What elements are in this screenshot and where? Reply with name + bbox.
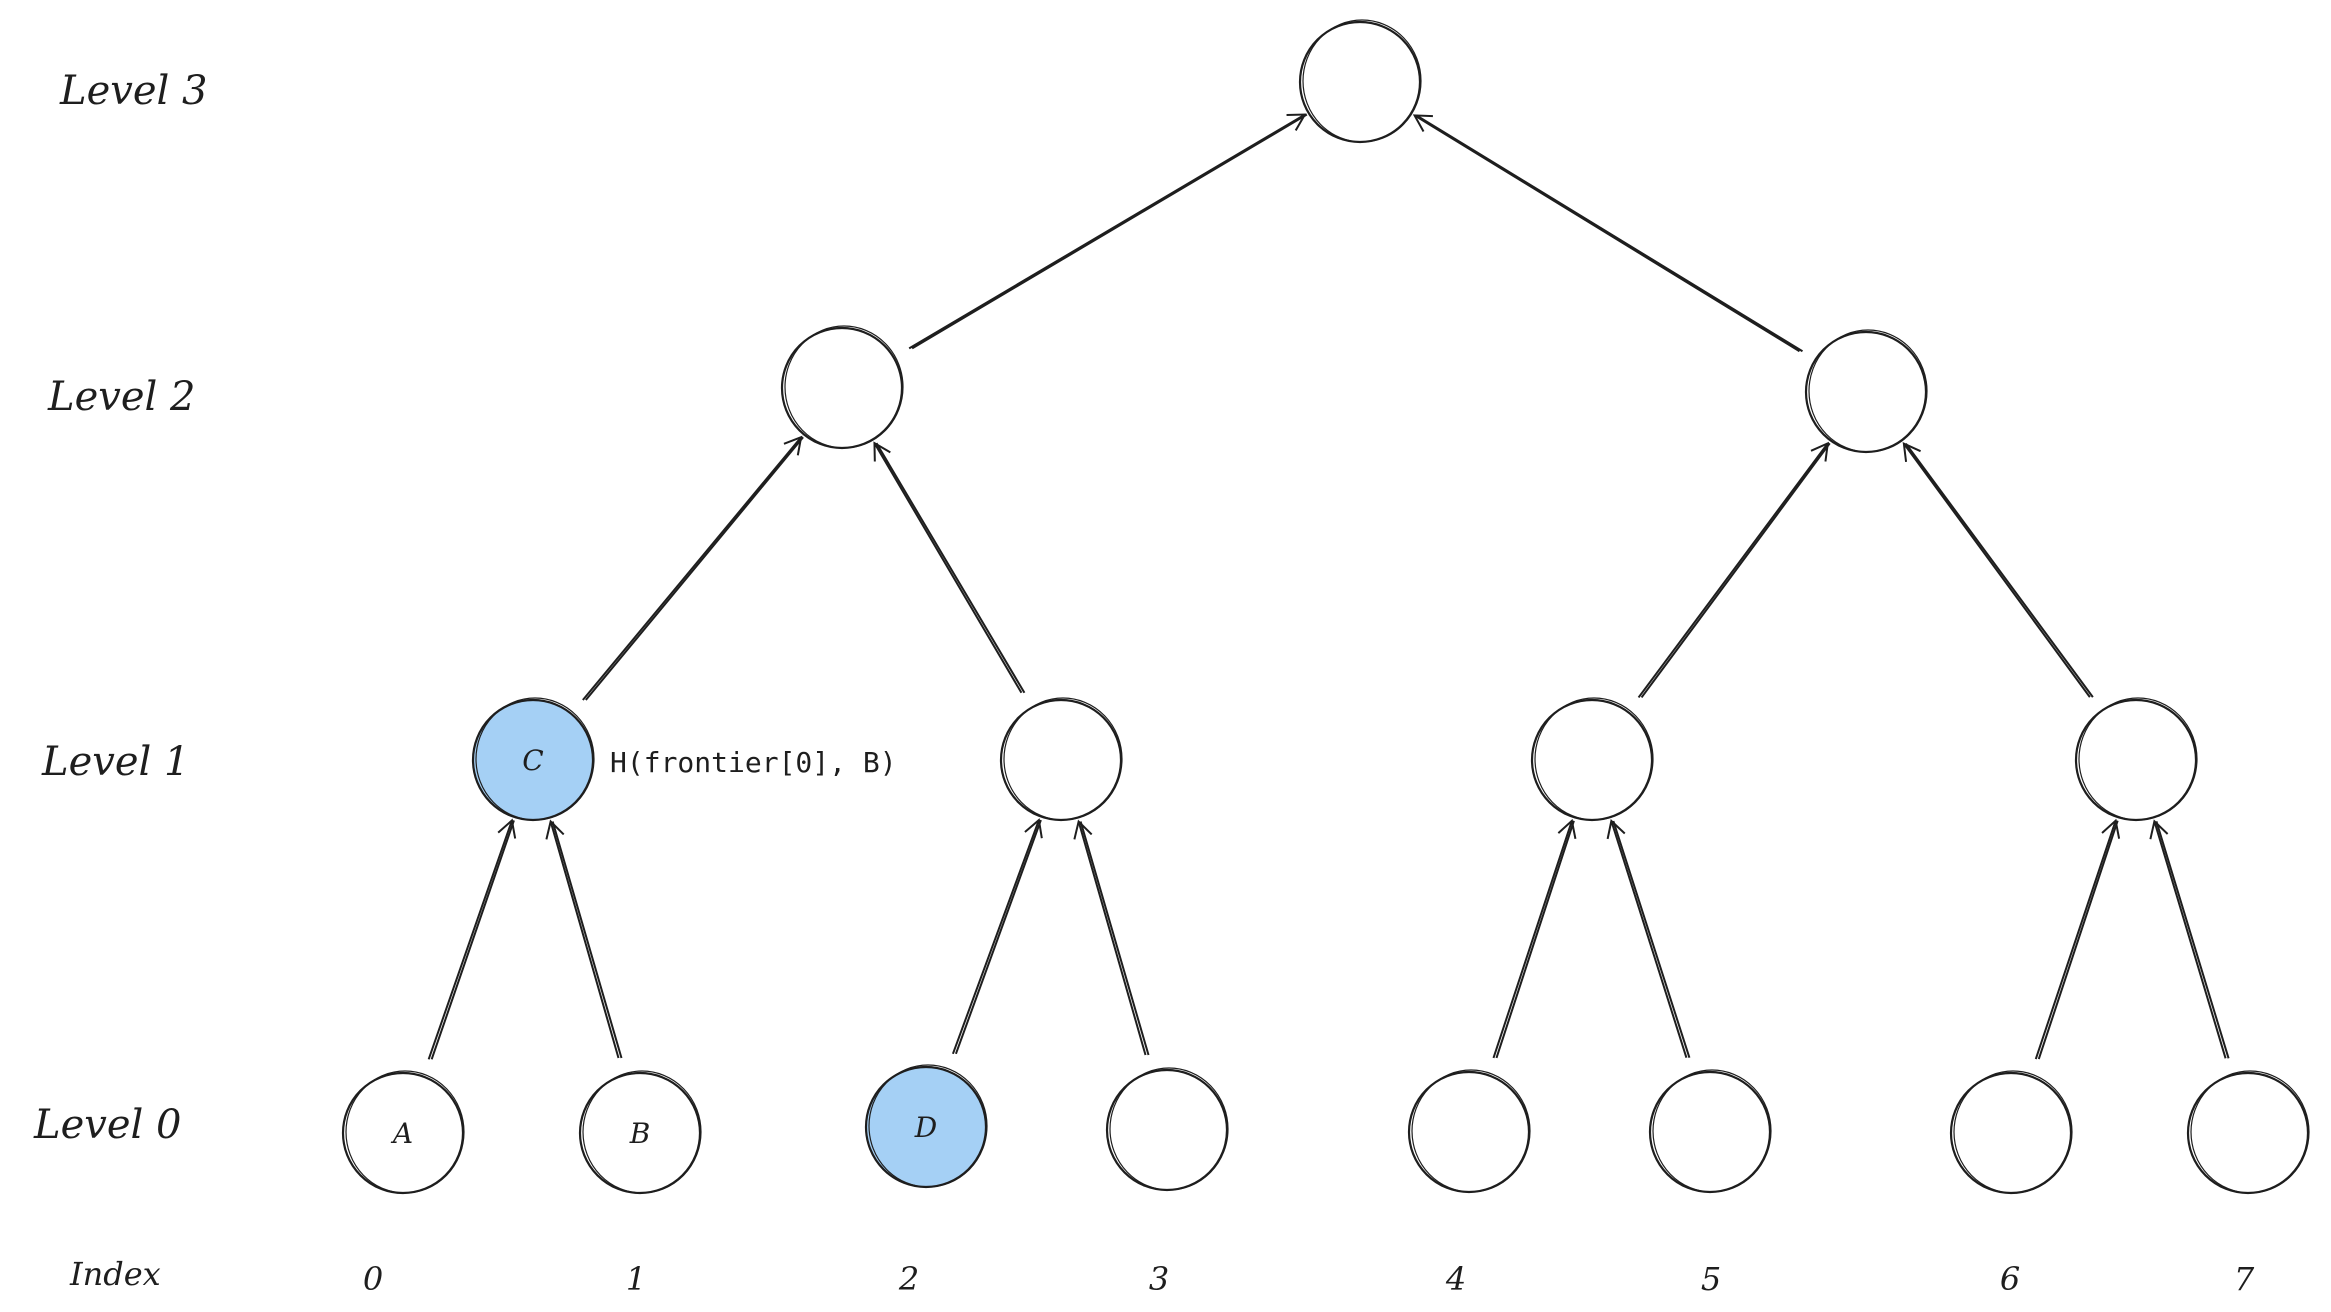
node-outline-l1_2 [1534, 697, 1654, 821]
index-heading: Index [69, 1255, 161, 1293]
index-0: 0 [363, 1260, 383, 1298]
node-l0_1: B [578, 1070, 702, 1195]
node-l0_6 [1949, 1070, 2073, 1195]
edge-l1_2-to-l2_right [1637, 441, 1829, 699]
index-3: 3 [1149, 1260, 1169, 1298]
node-l0_4 [1407, 1069, 1531, 1194]
level-2-label: Level 2 [47, 374, 195, 420]
edge-sketch-l0_7-to-l1_3 [2155, 821, 2230, 1059]
level-1-label: Level 1 [41, 739, 189, 785]
node-outline-l0_2 [868, 1064, 988, 1188]
edge-l1_0-to-l2_left [582, 435, 803, 701]
node-outline-l1_3 [2078, 697, 2198, 821]
node-label-l0_0: A [390, 1117, 413, 1150]
node-l0_3 [1105, 1067, 1229, 1192]
nodes: C A B D [341, 19, 2310, 1195]
node-outline-l0_1 [582, 1070, 702, 1194]
edge-sketch-l0_5-to-l1_2 [1612, 820, 1691, 1058]
node-label-l0_2: D [914, 1111, 937, 1144]
edge-sketch-l1_3-to-l2_right [1905, 443, 2094, 698]
edge-sketch-l1_0-to-l2_left [585, 436, 804, 701]
edge-l0_0-to-l1_0 [427, 818, 517, 1060]
edges [427, 113, 2230, 1060]
node-label-l0_1: B [629, 1117, 651, 1150]
edge-l0_1-to-l1_0 [545, 819, 620, 1059]
edge-l0_7-to-l1_3 [2149, 819, 2227, 1059]
edge-l0_6-to-l1_3 [2034, 818, 2121, 1060]
index-row: 0 1 2 3 4 5 6 7 [363, 1260, 2255, 1298]
node-l1_0: C [471, 697, 595, 822]
edge-sketch-l2_right-to-root [1416, 114, 1804, 353]
index-2: 2 [898, 1260, 919, 1298]
node-outline-l1_1 [1003, 697, 1123, 821]
edge-sketch-l0_6-to-l1_3 [2037, 820, 2119, 1060]
node-outline-root [1302, 19, 1422, 143]
edge-sketch-l0_2-to-l1_1 [954, 819, 1042, 1055]
node-outline-l0_7 [2190, 1070, 2310, 1194]
edge-l0_3-to-l1_1 [1073, 819, 1147, 1056]
node-l2_left [780, 325, 904, 450]
node-l0_5 [1648, 1069, 1772, 1194]
edge-sketch-l2_left-to-root [911, 113, 1308, 350]
level-0-label: Level 0 [33, 1102, 181, 1148]
node-l1_1 [999, 697, 1123, 822]
node-l0_0: A [341, 1070, 465, 1195]
frontier-hash-annotation: H(frontier[0], B) [610, 746, 897, 779]
edge-l0_2-to-l1_1 [951, 818, 1043, 1055]
node-l0_2: D [864, 1064, 988, 1189]
index-4: 4 [1445, 1260, 1466, 1298]
index-1: 1 [626, 1260, 646, 1298]
node-outline-l0_0 [345, 1070, 465, 1194]
edge-l0_5-to-l1_2 [1606, 819, 1688, 1058]
edge-l2_left-to-root [908, 113, 1307, 350]
index-5: 5 [1701, 1260, 1721, 1298]
node-l1_3 [2074, 697, 2198, 822]
edge-sketch-l0_4-to-l1_2 [1495, 820, 1575, 1059]
edge-l1_1-to-l2_left [873, 441, 1023, 694]
node-outline-l1_0 [475, 697, 595, 821]
edge-sketch-l0_0-to-l1_0 [430, 820, 515, 1060]
node-outline-l2_right [1808, 329, 1928, 453]
node-outline-l0_6 [1953, 1070, 2073, 1194]
level-3-label: Level 3 [59, 68, 207, 114]
edge-l1_3-to-l2_right [1902, 441, 2091, 698]
node-outline-l0_3 [1109, 1067, 1229, 1191]
node-l0_7 [2186, 1070, 2310, 1195]
edge-sketch-l1_1-to-l2_left [875, 442, 1026, 694]
edge-l0_4-to-l1_2 [1492, 818, 1577, 1059]
edge-sketch-l1_2-to-l2_right [1640, 442, 1831, 699]
node-l1_2 [1530, 697, 1654, 822]
node-label-l1_0: C [522, 744, 543, 777]
node-l2_right [1804, 329, 1928, 454]
index-6: 6 [2000, 1260, 2020, 1298]
edge-sketch-l0_3-to-l1_1 [1079, 821, 1150, 1056]
index-7: 7 [2234, 1260, 2255, 1298]
node-outline-l0_4 [1411, 1069, 1531, 1193]
edge-l2_right-to-root [1412, 114, 1801, 353]
node-root [1298, 19, 1422, 144]
edge-sketch-l0_1-to-l1_0 [551, 821, 623, 1059]
node-outline-l0_5 [1652, 1069, 1772, 1193]
node-outline-l2_left [784, 325, 904, 449]
